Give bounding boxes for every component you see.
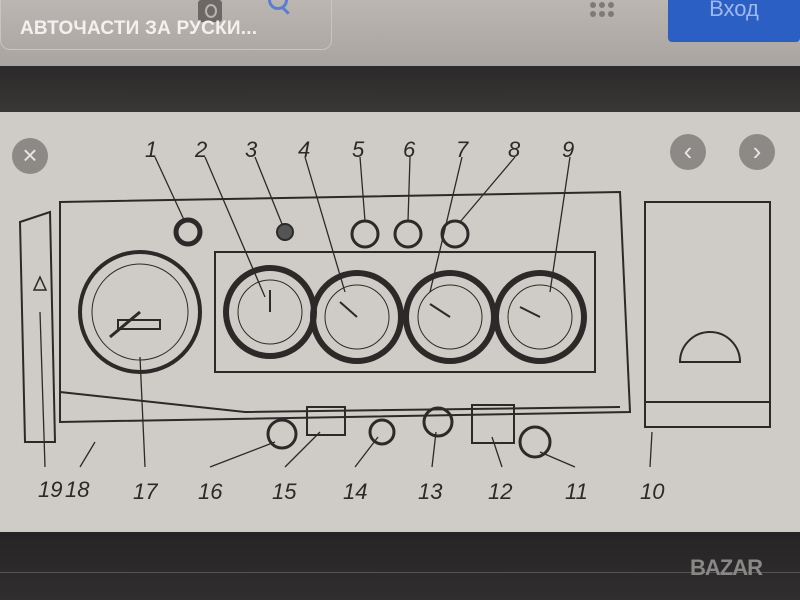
switch-13 [422, 406, 454, 438]
switch-14 [368, 418, 396, 446]
gauge-2 [223, 265, 317, 359]
speedometer [78, 250, 202, 374]
camera-search-icon[interactable] [198, 0, 222, 22]
label-10: 10 [640, 479, 665, 504]
label-15: 15 [272, 479, 297, 504]
label-13: 13 [418, 479, 443, 504]
gauge-cluster [214, 251, 596, 373]
odometer [117, 319, 161, 330]
label-4: 4 [298, 137, 310, 162]
viewer-bottom-band [0, 532, 800, 600]
label-16: 16 [198, 479, 223, 504]
label-17: 17 [133, 479, 158, 504]
label-8: 8 [508, 137, 521, 162]
switch-15 [306, 406, 346, 436]
gauge-7 [403, 270, 497, 364]
label-11: 11 [565, 479, 588, 504]
search-icon[interactable] [268, 0, 288, 10]
glovebox [644, 201, 771, 403]
lower-edge [59, 391, 621, 414]
label-19: 19 [38, 477, 62, 502]
left-panel [18, 210, 57, 443]
switch-16 [266, 418, 298, 450]
lamp-6 [393, 219, 423, 249]
dashboard-diagram: 1 2 3 4 5 6 7 8 9 19 18 17 16 15 14 13 1… [18, 137, 771, 504]
label-3: 3 [245, 137, 258, 162]
label-7: 7 [456, 137, 469, 162]
image-viewer: 1 2 3 4 5 6 7 8 9 19 18 17 16 15 14 13 1… [0, 112, 800, 532]
label-18: 18 [65, 477, 90, 502]
glovebox-bottom [644, 401, 771, 428]
label-1: 1 [145, 137, 157, 162]
lamp-5 [350, 219, 380, 249]
gauge-9 [493, 270, 587, 364]
gauge-4 [310, 270, 404, 364]
speedometer-needle [109, 310, 141, 339]
login-button[interactable]: Вход [668, 0, 800, 42]
apps-grid-icon[interactable] [590, 2, 614, 17]
page-title[interactable]: АВТОЧАСТИ ЗА РУСКИ... [20, 18, 258, 39]
lamp-3 [276, 223, 294, 241]
glovebox-lock [678, 331, 742, 363]
viewer-top-band [0, 66, 800, 114]
warning-icon [32, 275, 48, 291]
panel-outline [59, 190, 632, 424]
prev-image-button[interactable]: ‹ [670, 134, 706, 170]
label-12: 12 [488, 479, 512, 504]
search-box[interactable] [0, 0, 332, 50]
browser-header: Вход АВТОЧАСТИ ЗА РУСКИ... [0, 0, 800, 66]
lamp-1 [173, 217, 203, 247]
label-5: 5 [352, 137, 365, 162]
label-9: 9 [562, 137, 574, 162]
leader-lines [39, 156, 653, 468]
label-14: 14 [343, 479, 367, 504]
switch-12 [471, 404, 515, 444]
label-6: 6 [403, 137, 416, 162]
lamp-8 [440, 219, 470, 249]
label-2: 2 [194, 137, 207, 162]
next-image-button[interactable]: › [739, 134, 775, 170]
bazar-logo: BAZAR [690, 555, 763, 580]
close-button[interactable]: × [12, 138, 48, 174]
switch-11 [518, 425, 552, 459]
